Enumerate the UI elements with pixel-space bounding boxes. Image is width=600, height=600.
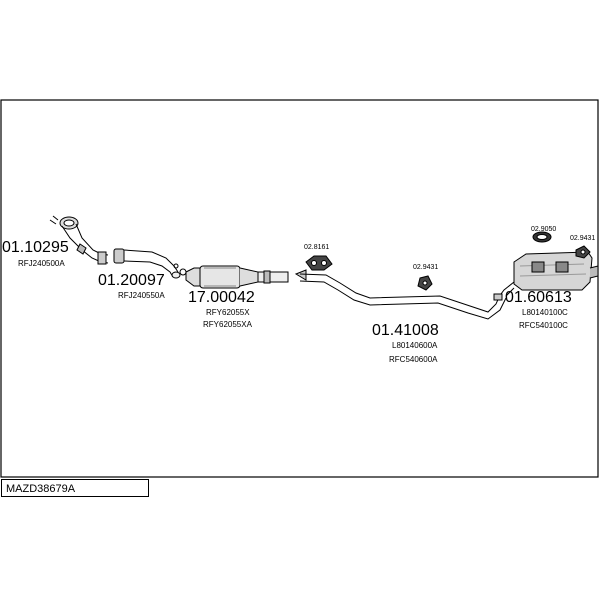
part-ref-rear-silencer-2: RFC540100C (519, 321, 568, 330)
converter-drawing (173, 263, 289, 289)
part-ref-center-pipe-2: RFC540600A (389, 355, 438, 364)
hanger-02-9431-rear-drawing (575, 245, 591, 259)
model-code-box: MAZD38679A (1, 479, 149, 497)
fitting-label-02-9431-center: 02.9431 (413, 264, 439, 271)
part-ref-rear-silencer-1: L80140100C (522, 308, 568, 317)
fitting-label-02-8161: 02.8161 (304, 244, 330, 251)
fitting-02-9050-drawing (532, 231, 552, 243)
rear-silencer-drawing (493, 251, 599, 301)
part-number-intermediate-pipe: 01.20097 (98, 272, 165, 289)
clamp-drawing (294, 269, 307, 281)
hanger-02-9431-center-drawing (417, 275, 433, 291)
part-ref-converter-1: RFY62055X (206, 308, 250, 317)
hanger-02-8161-drawing (305, 255, 333, 271)
front-pipe-drawing (49, 215, 109, 265)
outer-frame (0, 99, 599, 478)
part-number-rear-silencer: 01.60613 (505, 289, 572, 306)
part-number-center-pipe: 01.41008 (372, 322, 439, 339)
part-ref-center-pipe-1: L80140600A (392, 341, 438, 350)
center-pipe-drawing (299, 273, 507, 320)
part-ref-converter-2: RFY62055XA (203, 320, 252, 329)
part-ref-intermediate-pipe: RFJ240550A (118, 291, 165, 300)
fitting-label-02-9431-rear: 02.9431 (570, 235, 596, 242)
fitting-label-02-9050: 02.9050 (531, 226, 557, 233)
model-code: MAZD38679A (6, 483, 76, 495)
part-number-front-pipe: 01.10295 (2, 239, 69, 256)
part-ref-front-pipe: RFJ240500A (18, 259, 65, 268)
intermediate-pipe-drawing (113, 248, 187, 279)
part-number-converter: 17.00042 (188, 289, 255, 306)
